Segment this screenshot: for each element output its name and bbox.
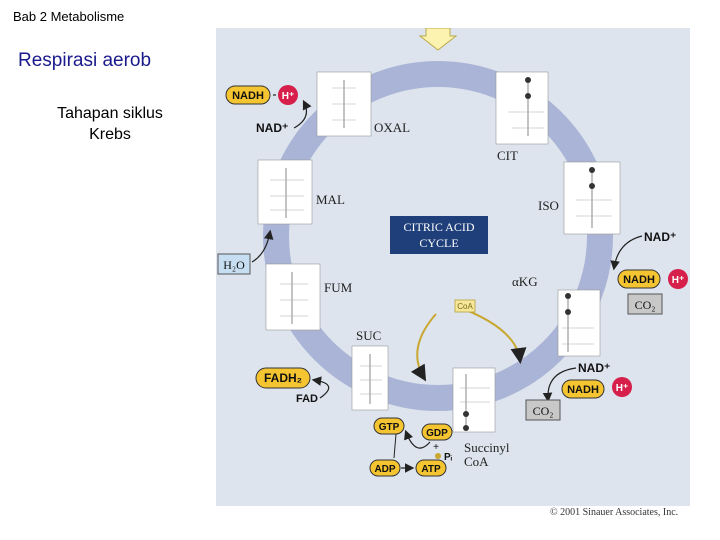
coa-inner-arrow-left — [410, 313, 437, 382]
plus-sign: + — [433, 442, 439, 453]
nadh-reaction-arrow-3 — [542, 367, 577, 403]
nad-plus-label-1: NAD⁺ — [256, 121, 288, 135]
structure-card-succinyl-coa — [452, 367, 496, 433]
label-iso: ISO — [538, 198, 559, 213]
center-label-box — [390, 216, 488, 254]
h2o-label: H₂O — [223, 258, 245, 272]
gtp-label: GTP — [379, 422, 400, 433]
gdp-label: GDP — [426, 428, 448, 439]
acetyl-coa-inlet-arrow — [418, 27, 458, 51]
h-plus-badge-1 — [278, 85, 298, 105]
cycle-band — [263, 61, 613, 411]
structure-card-isocitrate — [563, 161, 621, 235]
co2-label-1: CO₂ — [635, 298, 656, 312]
fadh2-badge — [255, 367, 311, 389]
co2-box-2 — [525, 399, 561, 421]
nadh-badge-2 — [617, 269, 661, 289]
fad-label: FAD — [296, 393, 318, 405]
label-succinyl-line2: CoA — [464, 454, 489, 469]
cycle-diagram: CITRIC ACID CYCLE CoA — [217, 27, 688, 477]
copyright-text: © 2001 Sinauer Associates, Inc. — [550, 507, 679, 518]
nad-plus-label-3: NAD⁺ — [578, 361, 610, 375]
coa-label-box — [454, 299, 476, 313]
center-label-line2: CYCLE — [419, 236, 458, 250]
label-suc: SUC — [356, 328, 381, 343]
co2-box-1 — [627, 293, 663, 315]
nadh-badge-1 — [225, 85, 271, 105]
slide-title: Respirasi aerob — [18, 50, 152, 71]
coa-inner-arrow — [455, 305, 527, 364]
label-succinyl-line1: Succinyl — [464, 440, 510, 455]
fadh2-label: FADH₂ — [264, 371, 302, 385]
gtp-to-atp-link — [393, 433, 397, 459]
structure-card-oxaloacetate — [316, 71, 372, 137]
co2-label-2: CO₂ — [533, 404, 554, 418]
nad-plus-label-2: NAD⁺ — [644, 230, 676, 244]
nadh-label-3: NADH — [567, 384, 599, 396]
gtp-badge — [373, 417, 405, 435]
label-cit: CIT — [497, 148, 518, 163]
citric-acid-cycle-figure: CITRIC ACID CYCLE CoA — [216, 27, 690, 506]
structure-card-succinate — [351, 345, 389, 411]
adp-label: ADP — [374, 464, 395, 475]
h-plus-label-2: H⁺ — [672, 275, 685, 286]
gdp-badge — [421, 423, 453, 441]
nadh-reaction-arrow-2 — [610, 235, 643, 271]
structure-card-malate — [257, 159, 313, 225]
atp-label: ATP — [421, 464, 441, 475]
adp-badge — [369, 459, 401, 477]
nadh-badge-3 — [561, 379, 605, 399]
h2o-reaction-arrow — [251, 229, 274, 263]
slide-subtitle: Tahapan siklus Krebs — [57, 105, 163, 143]
atp-badge — [415, 459, 447, 477]
structure-card-fumarate — [265, 263, 321, 331]
nadh-label-2: NADH — [623, 274, 655, 286]
h-plus-label-1: H⁺ — [282, 91, 295, 102]
h-plus-badge-3 — [612, 377, 632, 397]
slide-header: Bab 2 Metabolisme — [13, 9, 125, 24]
nadh-label-1: NADH — [232, 90, 264, 102]
label-fum: FUM — [324, 280, 353, 295]
structure-card-alpha-ketoglutarate — [557, 289, 601, 357]
pi-dot — [435, 453, 441, 459]
label-mal: MAL — [316, 192, 345, 207]
label-oxal: OXAL — [374, 120, 410, 135]
nadh-reaction-arrow-1 — [293, 99, 312, 129]
h-plus-label-3: H⁺ — [616, 383, 629, 394]
fad-reaction-arrow — [311, 376, 330, 399]
h2o-box — [217, 253, 251, 275]
coa-label: CoA — [457, 302, 473, 311]
center-label-line1: CITRIC ACID — [403, 220, 474, 234]
pi-label: Pᵢ — [444, 452, 453, 463]
gdp-to-gtp-arrow — [404, 429, 431, 449]
label-akg: αKG — [512, 274, 538, 289]
structure-card-citrate — [495, 71, 549, 145]
h-plus-badge-2 — [668, 269, 688, 289]
